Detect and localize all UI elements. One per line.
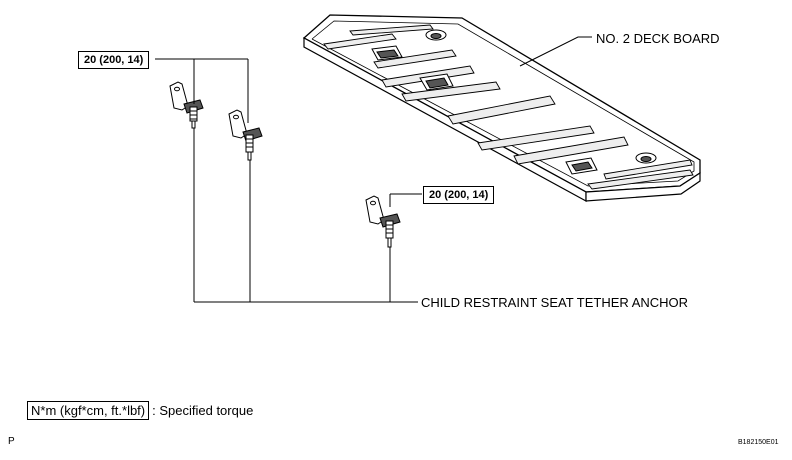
torque-1-leader-lines xyxy=(155,58,249,123)
torque-legend: N*m (kgf*cm, ft.*lbf) : Specified torque xyxy=(27,401,253,420)
tether-anchor-3 xyxy=(365,195,401,248)
legend-unit-box: N*m (kgf*cm, ft.*lbf) xyxy=(27,401,150,420)
tether-anchor-1 xyxy=(169,81,204,129)
deck-board-leader-line xyxy=(519,36,592,67)
torque-2-leader-lines xyxy=(389,193,422,207)
tether-anchor-2 xyxy=(228,109,263,161)
deck-board-slots xyxy=(323,24,694,190)
page-letter: P xyxy=(8,436,15,447)
figure-code: B182150E01 xyxy=(738,439,779,446)
anchor-label: CHILD RESTRAINT SEAT TETHER ANCHOR xyxy=(421,295,689,310)
legend-description: : Specified torque xyxy=(152,403,254,418)
anchor-leader-lines xyxy=(193,128,418,303)
torque-spec-1: 20 (200, 14) xyxy=(78,51,150,69)
deck-board-label: NO. 2 DECK BOARD xyxy=(596,31,720,46)
deck-board xyxy=(302,14,701,203)
torque-spec-2: 20 (200, 14) xyxy=(423,186,495,204)
deck-board-tie-down-cups xyxy=(425,29,657,164)
deck-board-handle-cutouts xyxy=(371,45,598,175)
